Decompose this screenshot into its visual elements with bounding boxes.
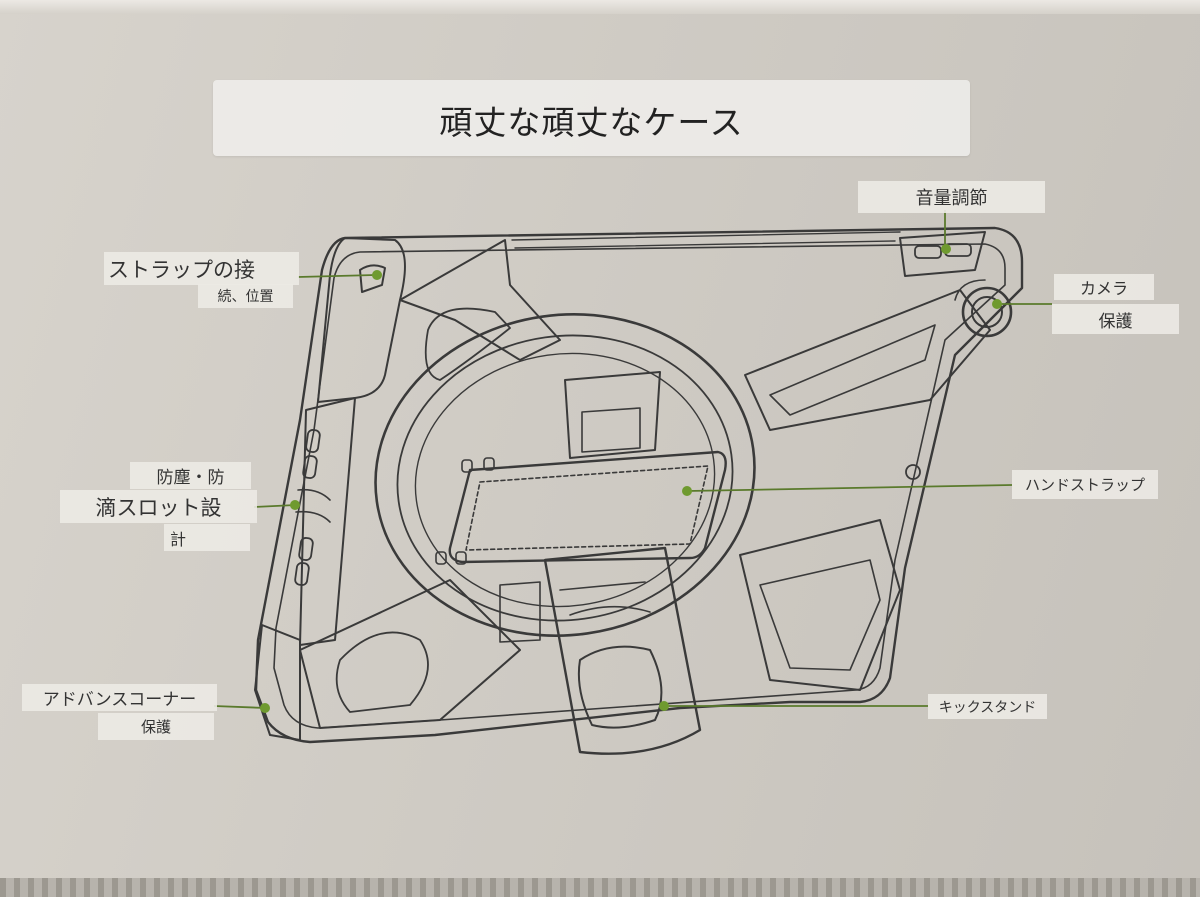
case-outline	[254, 226, 1024, 744]
rotating-ring	[374, 313, 756, 637]
corner-bumper-bottom-left	[254, 624, 301, 741]
label-kickstand: キックスタンド	[928, 694, 1047, 719]
label-corner-line2: 保護	[98, 713, 214, 740]
label-camera-line2: 保護	[1052, 304, 1179, 334]
volume-buttons	[899, 231, 986, 277]
paper-fold	[0, 0, 1200, 14]
label-camera-line1: カメラ	[1054, 274, 1154, 300]
label-dust-line2: 滴スロット設	[60, 490, 257, 523]
pointer-dot	[682, 486, 692, 496]
leader-line-dust	[253, 504, 297, 508]
leader-line-hand-strap	[687, 484, 1013, 492]
label-hand-strap: ハンドストラップ	[1012, 470, 1158, 499]
kickstand-leg	[543, 546, 702, 755]
hand-strap	[448, 450, 727, 564]
diagram-title: 頑丈な頑丈なケース	[439, 103, 744, 142]
label-corner-line1: アドバンスコーナー	[22, 684, 217, 711]
label-strap-attach-line1: ストラップの接	[104, 252, 299, 285]
corner-bumper-top-left	[317, 237, 406, 403]
label-strap-attach-line2: 続、位置	[198, 284, 293, 308]
title-box: 頑丈な頑丈なケース	[213, 80, 970, 156]
leader-line-strap-attach	[297, 274, 376, 278]
label-dust-line1: 防塵・防	[130, 462, 251, 489]
side-slot-area	[299, 397, 356, 646]
pointer-dot	[992, 299, 1002, 309]
label-volume: 音量調節	[858, 181, 1045, 213]
pointer-dot	[260, 703, 270, 713]
bottom-band	[0, 878, 1200, 897]
pointer-dot	[941, 244, 951, 254]
pointer-dot	[290, 500, 300, 510]
label-dust-line3: 計	[164, 524, 250, 551]
strap-loop	[359, 264, 386, 293]
camera-ring	[961, 286, 1013, 338]
pointer-dot	[372, 270, 382, 280]
leader-line-corner	[213, 705, 267, 709]
pointer-dot	[659, 701, 669, 711]
